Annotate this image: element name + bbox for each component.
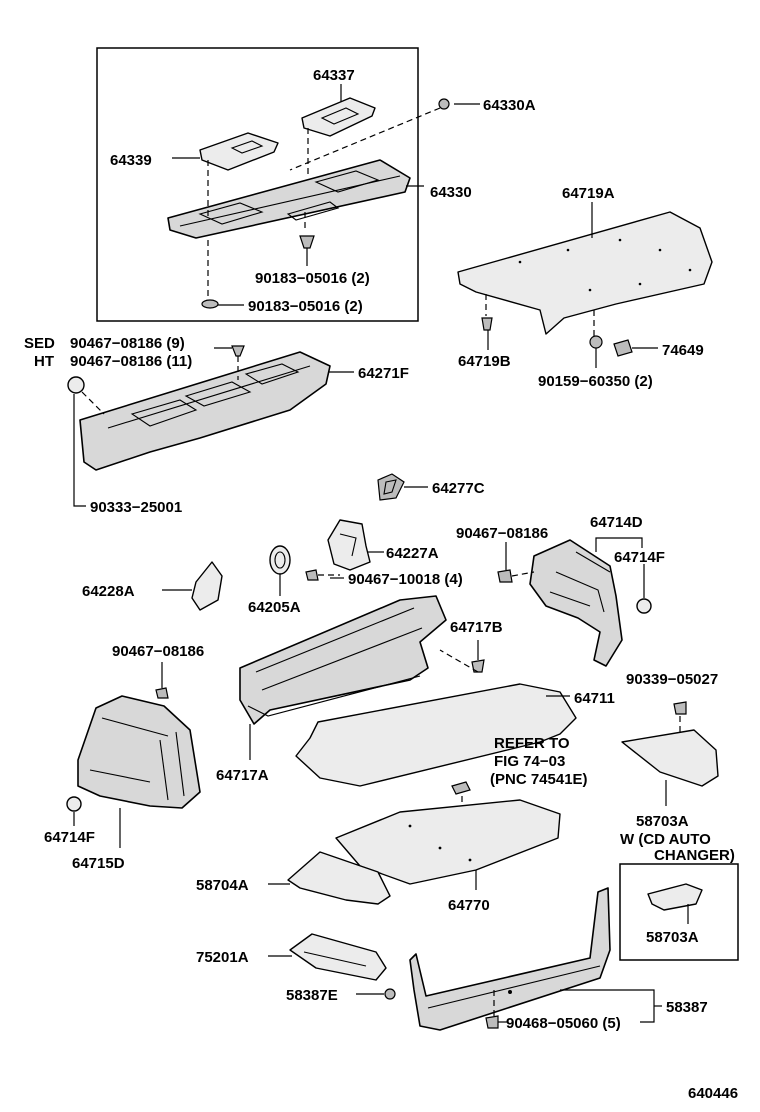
part-64719A — [457, 211, 713, 335]
label-changer: CHANGER) — [654, 847, 735, 864]
part-74649 — [613, 339, 633, 357]
label-90467-left: 90467−08186 — [112, 643, 204, 660]
label-90467-right: 90467−08186 — [456, 525, 548, 542]
part-64227A — [327, 519, 371, 571]
clip-90467-tray — [231, 345, 245, 357]
label-58704A: 58704A — [196, 877, 249, 894]
part-64330 — [167, 159, 411, 239]
clip-90339 — [673, 701, 687, 715]
clip-90159 — [589, 335, 603, 349]
clip-90467-left — [155, 687, 169, 699]
part-64205A — [269, 545, 291, 575]
label-64271F: 64271F — [358, 365, 409, 382]
label-64715D: 64715D — [72, 855, 125, 872]
diagram-id: 640446 — [688, 1085, 738, 1102]
label-fig-74-03: FIG 74−03 — [494, 753, 565, 770]
label-64770: 64770 — [448, 897, 490, 914]
clip-90467-10018 — [305, 569, 319, 581]
group-frame-cd-changer — [619, 863, 739, 961]
label-64717B: 64717B — [450, 619, 503, 636]
label-64339: 64339 — [110, 152, 152, 169]
label-74649: 74649 — [662, 342, 704, 359]
label-64714F-right: 64714F — [614, 549, 665, 566]
part-64339 — [199, 132, 279, 171]
label-refer-to: REFER TO — [494, 735, 570, 752]
part-64717A — [239, 595, 447, 725]
part-64719B — [481, 317, 493, 331]
label-sed: SED — [24, 335, 55, 352]
label-75201A: 75201A — [196, 949, 249, 966]
part-58703A — [621, 729, 719, 787]
label-90467-sed: 90467−08186 (9) — [70, 335, 185, 352]
group-frame-64330 — [96, 47, 419, 322]
part-90333-25001 — [67, 376, 85, 394]
label-90468: 90468−05060 (5) — [506, 1015, 621, 1032]
part-58703A-cd — [647, 883, 703, 911]
label-64711: 64711 — [574, 690, 615, 707]
label-58703A-lower: 58703A — [646, 929, 699, 946]
label-pnc-74541E: (PNC 74541E) — [490, 771, 588, 788]
label-64717A: 64717A — [216, 767, 269, 784]
label-64277C: 64277C — [432, 480, 485, 497]
clip-90183-upper — [299, 235, 315, 249]
part-64711 — [295, 683, 577, 787]
label-90467-10018: 90467−10018 (4) — [348, 571, 463, 588]
clip-90467-right — [497, 569, 513, 583]
clip-90183-lower — [201, 299, 219, 309]
label-w-cd-auto: W (CD AUTO — [620, 831, 711, 848]
part-64714F-right — [636, 598, 652, 614]
part-58387 — [409, 887, 611, 1031]
part-64714F-left — [66, 796, 82, 812]
label-90159: 90159−60350 (2) — [538, 373, 653, 390]
label-90183-upper: 90183−05016 (2) — [255, 270, 370, 287]
part-64277C — [377, 473, 405, 501]
label-64719A: 64719A — [562, 185, 615, 202]
part-64714D — [529, 539, 623, 667]
label-90333: 90333−25001 — [90, 499, 182, 516]
label-64719B: 64719B — [458, 353, 511, 370]
label-90183-lower: 90183−05016 (2) — [248, 298, 363, 315]
part-64271F — [79, 351, 331, 471]
label-64205A: 64205A — [248, 599, 301, 616]
clip-58387E — [384, 988, 396, 1000]
label-64714D: 64714D — [590, 514, 643, 531]
label-64714F-left: 64714F — [44, 829, 95, 846]
label-64330A: 64330A — [483, 97, 536, 114]
label-64228A: 64228A — [82, 583, 135, 600]
part-58704A — [287, 851, 391, 905]
part-64228A — [191, 561, 223, 611]
label-90339: 90339−05027 — [626, 671, 718, 688]
part-64330A — [438, 98, 450, 110]
label-64337: 64337 — [313, 67, 355, 84]
label-64330: 64330 — [430, 184, 472, 201]
part-refer-74541E — [451, 781, 471, 795]
part-64715D — [77, 695, 201, 809]
part-64337 — [301, 97, 376, 137]
label-58703A-upper: 58703A — [636, 813, 689, 830]
label-58387E: 58387E — [286, 987, 338, 1004]
label-64227A: 64227A — [386, 545, 439, 562]
label-90467-ht: 90467−08186 (11) — [70, 353, 192, 370]
clip-90468 — [485, 1015, 499, 1029]
part-75201A — [289, 933, 387, 981]
label-58387: 58387 — [666, 999, 708, 1016]
label-ht: HT — [34, 353, 54, 370]
